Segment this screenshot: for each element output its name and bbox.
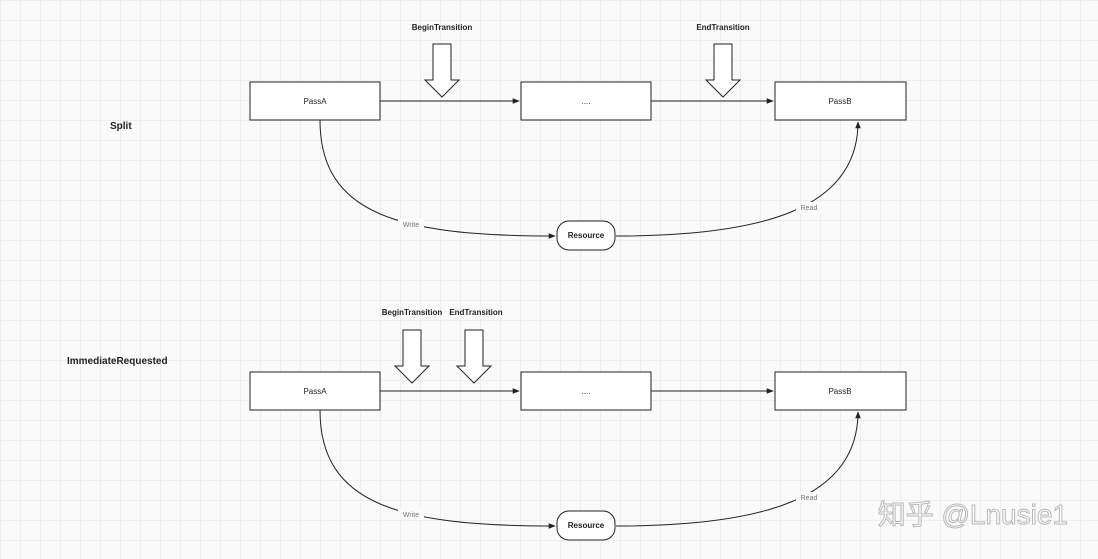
split-section: Split BeginTransition EndTransition Pass…: [110, 23, 907, 251]
watermark: 知乎 @Lnusie1: [878, 499, 1068, 530]
split-write-edge: [319, 119, 556, 239]
immediate-middle-node[interactable]: ....: [520, 371, 652, 411]
immediate-write-edge: [319, 409, 556, 529]
split-read-label: Read: [801, 205, 818, 212]
split-begin-transition-label: BeginTransition: [412, 23, 473, 32]
split-resource-node[interactable]: Resource: [556, 220, 616, 251]
immediate-passa-node[interactable]: PassA: [249, 371, 381, 411]
split-end-transition-arrow-icon: [704, 43, 742, 98]
immediate-write-label: Write: [403, 512, 419, 519]
immediate-end-transition-label: EndTransition: [449, 308, 502, 317]
immediate-middle-label: ....: [582, 387, 591, 396]
split-passa-label: PassA: [303, 97, 327, 106]
immediate-section: ImmediateRequested BeginTransition EndTr…: [67, 308, 907, 541]
split-write-label-bg: [398, 219, 424, 230]
immediate-section-label: ImmediateRequested: [67, 356, 168, 367]
split-resource-label: Resource: [568, 231, 605, 240]
split-middle-label: ....: [582, 97, 591, 106]
immediate-resource-node[interactable]: Resource: [556, 510, 616, 541]
split-middle-node[interactable]: ....: [520, 81, 652, 121]
immediate-resource-label: Resource: [568, 521, 605, 530]
split-write-label: Write: [403, 222, 419, 229]
immediate-begin-transition-label: BeginTransition: [382, 308, 443, 317]
immediate-end-transition-arrow-icon: [455, 329, 493, 384]
split-section-label: Split: [110, 121, 132, 132]
immediate-read-edge: [615, 411, 861, 527]
split-read-label-bg: [796, 202, 822, 213]
immediate-passb-node[interactable]: PassB: [774, 371, 907, 411]
immediate-write-label-bg: [398, 509, 424, 520]
split-passb-label: PassB: [828, 97, 851, 106]
split-read-edge: [615, 121, 861, 237]
immediate-passb-label: PassB: [828, 387, 851, 396]
immediate-begin-transition-arrow-icon: [393, 329, 431, 384]
split-passb-node[interactable]: PassB: [774, 81, 907, 121]
split-end-transition-label: EndTransition: [696, 23, 749, 32]
immediate-passa-label: PassA: [303, 387, 327, 396]
immediate-read-label-bg: [796, 492, 822, 503]
split-passa-node[interactable]: PassA: [249, 81, 381, 121]
split-begin-transition-arrow-icon: [423, 43, 461, 98]
immediate-read-label: Read: [801, 495, 818, 502]
